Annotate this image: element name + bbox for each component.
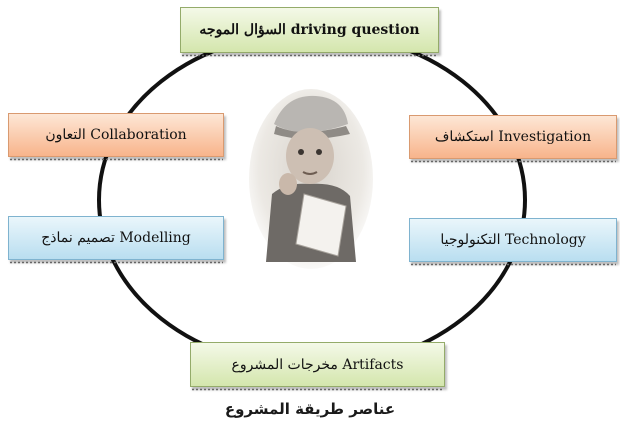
technology-label: التكنولوجيا Technology bbox=[440, 232, 586, 248]
investigation-label: استكشاف Investigation bbox=[434, 129, 592, 145]
collaboration-label: التعاون Collaboration bbox=[45, 127, 187, 143]
boy-photo-illustration bbox=[249, 89, 373, 269]
artifacts-label: مخرجات المشروع Artifacts bbox=[231, 356, 404, 373]
diagram-caption: عناصر طريقة المشروع bbox=[224, 400, 396, 418]
technology-box: التكنولوجيا Technology bbox=[409, 218, 617, 266]
modelling-label: تصميم نماذج Modelling bbox=[41, 230, 191, 246]
modelling-box: تصميم نماذج Modelling bbox=[8, 216, 224, 264]
collaboration-box: التعاون Collaboration bbox=[8, 113, 224, 161]
investigation-box: استكشاف Investigation bbox=[409, 115, 617, 163]
driving-question-label: السؤال الموجه driving question bbox=[199, 22, 420, 38]
driving-question-box: السؤال الموجه driving question bbox=[180, 7, 439, 57]
artifacts-box: مخرجات المشروع Artifacts bbox=[190, 342, 445, 391]
